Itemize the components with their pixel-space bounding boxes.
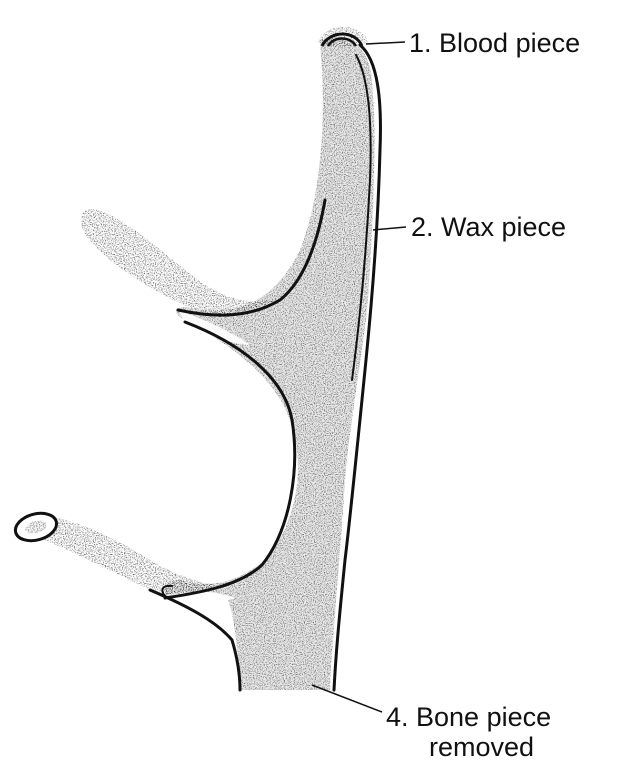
label-bone-piece-line1: 4. Bone piece bbox=[386, 702, 551, 732]
leader-bone bbox=[312, 685, 382, 712]
upper-tine bbox=[81, 209, 280, 315]
leader-blood bbox=[366, 42, 405, 44]
lower-left-edge bbox=[150, 590, 240, 690]
label-bone-piece-line2: removed bbox=[386, 732, 551, 762]
label-blood-piece: 1. Blood piece bbox=[409, 28, 580, 58]
label-bone-piece: 4. Bone piece removed bbox=[386, 702, 551, 762]
blood-piece-tip bbox=[318, 27, 368, 47]
label-wax-piece: 2. Wax piece bbox=[411, 212, 566, 242]
